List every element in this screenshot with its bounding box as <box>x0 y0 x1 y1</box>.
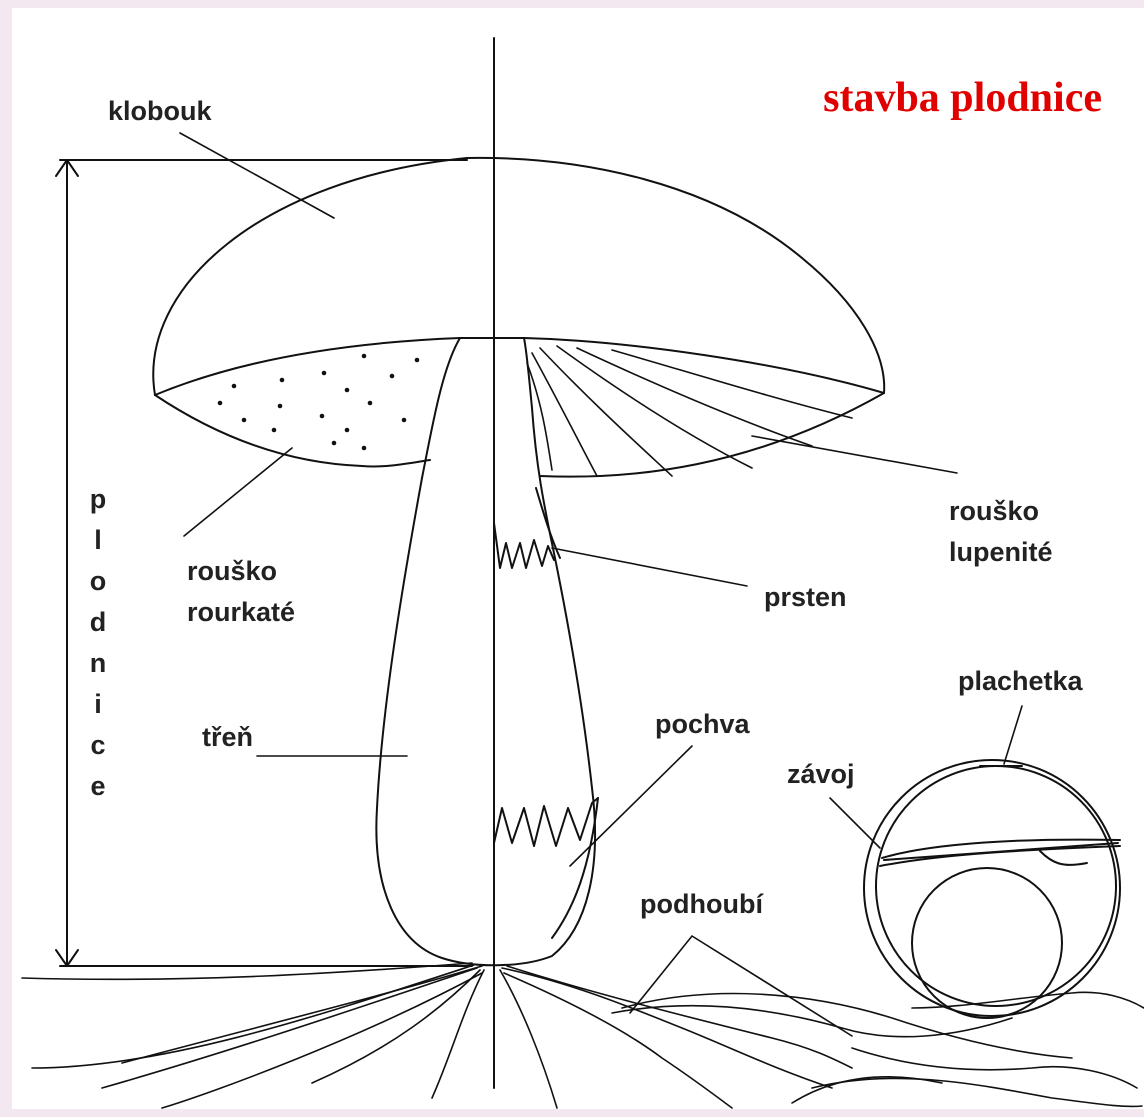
diagram-title: stavba plodnice <box>823 75 1102 121</box>
plodnice-letter: l <box>94 525 102 555</box>
label-pochva: pochva <box>655 709 751 739</box>
plodnice-letter: d <box>90 607 107 637</box>
mycelium <box>22 963 1144 1108</box>
diagram-canvas: stavba plodnice klobouk rouško rourkaté … <box>12 8 1144 1109</box>
label-rousko-lupenite-line1: rouško <box>949 496 1039 526</box>
plodnice-letter: i <box>94 689 102 719</box>
stem <box>376 338 595 965</box>
label-prsten: prsten <box>764 582 847 612</box>
plodnice-letter: c <box>90 730 105 760</box>
label-plachetka: plachetka <box>958 666 1084 696</box>
volva <box>494 798 598 938</box>
plodnice-letter: n <box>90 648 107 678</box>
plodnice-letter: o <box>90 566 107 596</box>
label-rousko-rourkate-line2: rourkaté <box>187 597 295 627</box>
label-plodnice: p l o d n i c e <box>90 484 107 801</box>
gill-layer <box>527 346 884 477</box>
young-fruiting-body <box>864 760 1120 1018</box>
label-klobouk: klobouk <box>108 96 212 126</box>
plodnice-letter: e <box>90 771 105 801</box>
plodnice-letter: p <box>90 484 107 514</box>
ring <box>494 488 560 568</box>
pore-dots <box>218 354 420 451</box>
mushroom-diagram: stavba plodnice klobouk rouško rourkaté … <box>12 8 1144 1117</box>
label-podhoubi: podhoubí <box>640 889 764 919</box>
label-tren: třeň <box>202 722 253 752</box>
label-rousko-rourkate-line1: rouško <box>187 556 277 586</box>
cap <box>153 158 884 395</box>
label-rousko-lupenite-line2: lupenité <box>949 537 1053 567</box>
tube-layer <box>155 354 430 467</box>
label-zavoj: závoj <box>787 759 855 789</box>
leader-lines <box>180 133 1022 1036</box>
